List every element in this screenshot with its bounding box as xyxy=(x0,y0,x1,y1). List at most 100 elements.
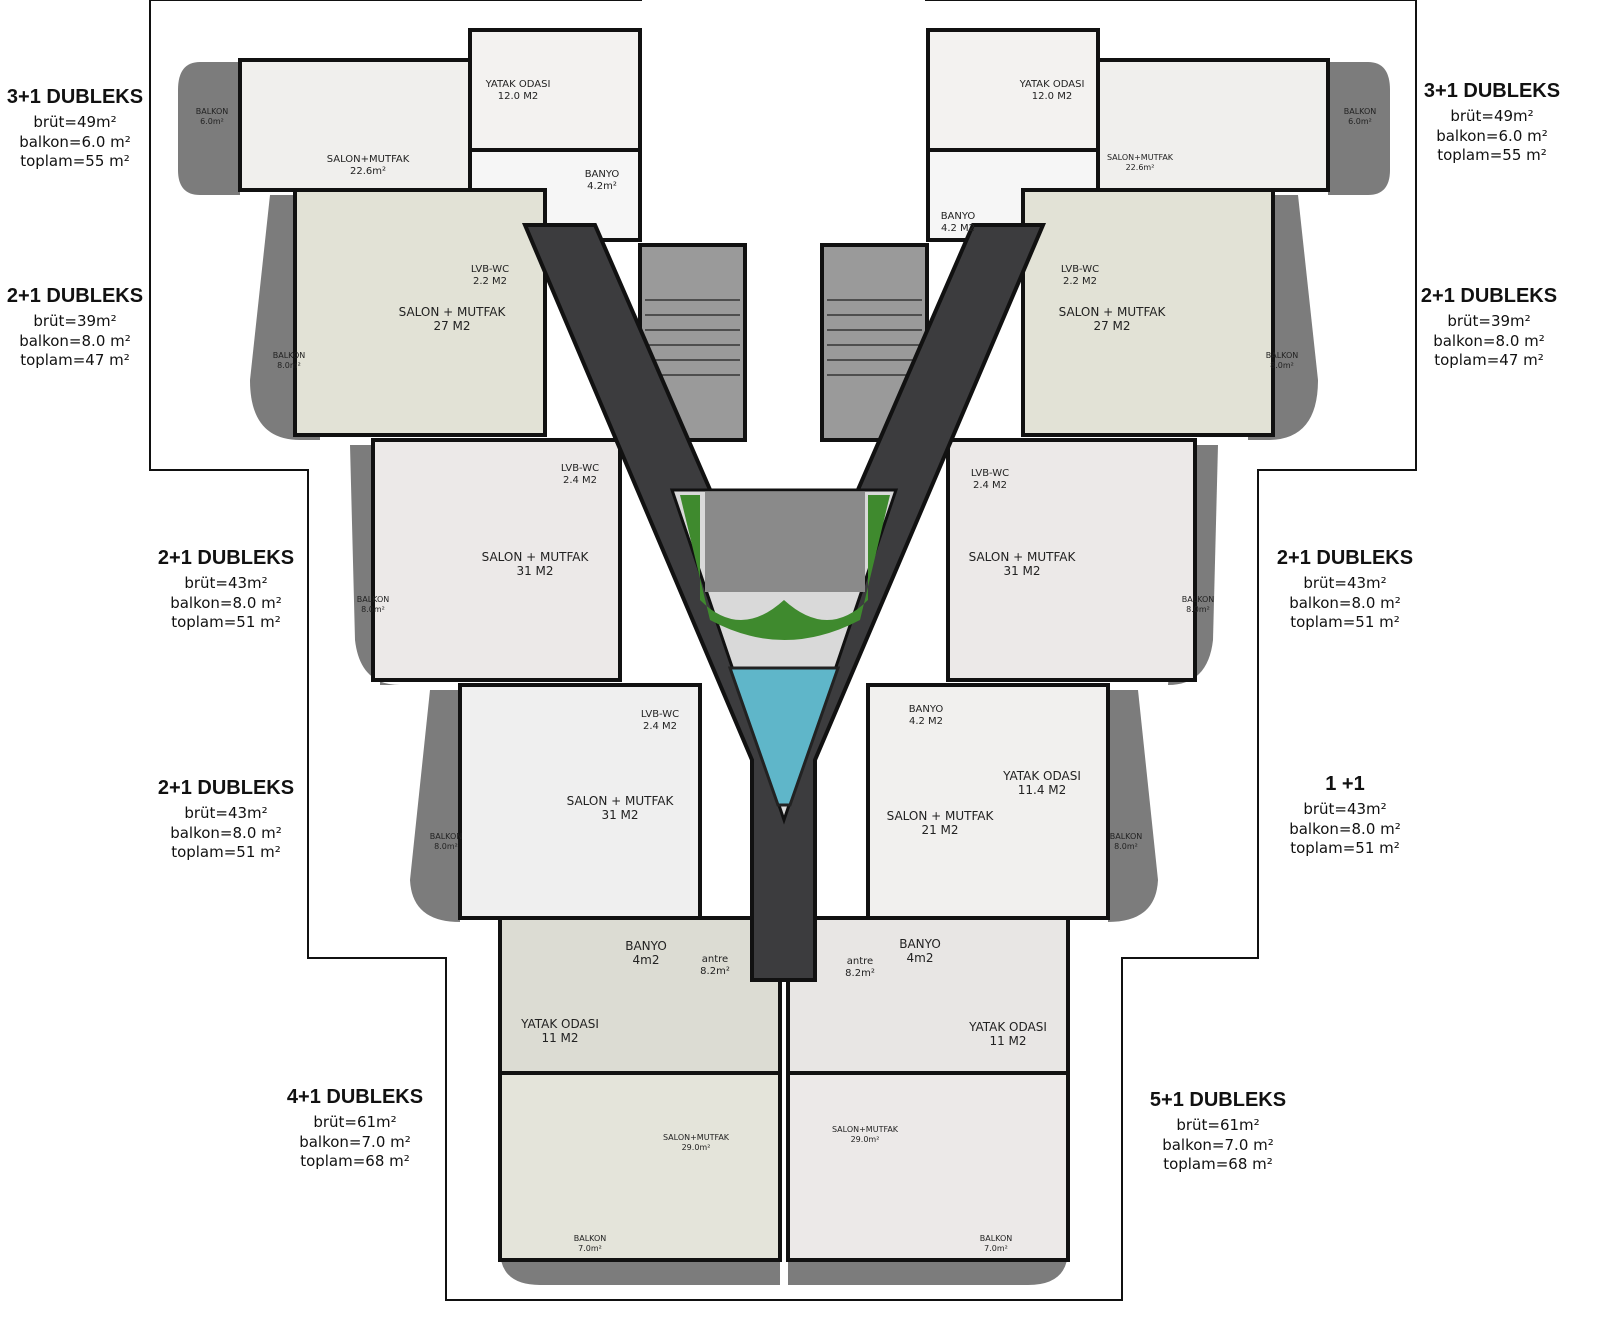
unit-total-area: toplam=55 m² xyxy=(20,152,130,170)
room-area: 21 M2 xyxy=(921,823,959,837)
unit-balcony-area: balkon=6.0 m² xyxy=(19,132,131,151)
room-name: YATAK ODASI xyxy=(521,1017,599,1031)
room-name: BALKON xyxy=(1343,107,1377,116)
unit-summary-2plus1-right-2: 2+1 DUBLEKS brüt=43m² balkon=8.0 m² topl… xyxy=(1225,547,1465,633)
room-area: 2.4 M2 xyxy=(972,480,1008,491)
room-name: SALON+MUTFAK xyxy=(662,1133,730,1142)
unit-gross-area: brüt=43m² xyxy=(184,804,268,822)
room-name: BANYO xyxy=(940,211,976,222)
room-name: SALON + MUTFAK xyxy=(566,794,674,808)
room-name: BALKON xyxy=(1265,351,1299,360)
room-area: 4m2 xyxy=(906,951,934,965)
room-name: LVB-WC xyxy=(640,709,680,720)
unit-balcony-area: balkon=7.0 m² xyxy=(299,1132,411,1151)
room-area: 7.0m² xyxy=(578,1244,602,1253)
room-area: 8.0m² xyxy=(361,605,385,614)
unit-title: 3+1 DUBLEKS xyxy=(6,86,144,108)
room-name: BALKON xyxy=(356,595,390,604)
room-name: LVB-WC xyxy=(970,468,1010,479)
room-area: 4.2m² xyxy=(587,181,617,192)
unit-total-area: toplam=51 m² xyxy=(171,843,281,861)
room-area: 8.2m² xyxy=(845,968,875,979)
unit-gross-area: brüt=61m² xyxy=(1176,1116,1260,1134)
unit-gross-area: brüt=43m² xyxy=(1303,574,1387,592)
unit-summary-3plus1-right: 3+1 DUBLEKS brüt=49m² balkon=6.0 m² topl… xyxy=(1372,80,1600,166)
room-area: 4m2 xyxy=(632,953,660,967)
room-name: YATAK ODASI xyxy=(485,79,551,90)
unit-summary-2plus1-left-1: 2+1 DUBLEKS brüt=39m² balkon=8.0 m² topl… xyxy=(0,285,195,371)
unit-balcony-area: balkon=8.0 m² xyxy=(1433,331,1545,350)
unit-title: 2+1 DUBLEKS xyxy=(157,777,295,799)
unit-title: 2+1 DUBLEKS xyxy=(1420,285,1558,307)
units xyxy=(238,28,1330,1262)
room-area: 11.4 M2 xyxy=(1017,783,1067,797)
room-area: 22.6m² xyxy=(349,166,387,177)
room-name: YATAK ODASI xyxy=(1019,79,1085,90)
room-name: BANYO xyxy=(899,937,941,951)
unit-summary-2plus1-left-2: 2+1 DUBLEKS brüt=43m² balkon=8.0 m² topl… xyxy=(106,547,346,633)
room-area: 11 M2 xyxy=(541,1031,579,1045)
room-name: SALON + MUTFAK xyxy=(398,305,506,319)
room-area: 2.4 M2 xyxy=(642,721,678,732)
unit-summary-2plus1-right-1: 2+1 DUBLEKS brüt=39m² balkon=8.0 m² topl… xyxy=(1369,285,1600,371)
room-name: BALKON xyxy=(1181,595,1215,604)
room-area: 29.0m² xyxy=(850,1135,880,1144)
unit-balcony-area: balkon=8.0 m² xyxy=(1289,593,1401,612)
room-area: 6.0m² xyxy=(1348,117,1372,126)
room-name: BANYO xyxy=(625,939,667,953)
unit-total-area: toplam=55 m² xyxy=(1437,146,1547,164)
room-area: 2.4 M2 xyxy=(562,475,598,486)
room-name: SALON+MUTFAK xyxy=(1106,153,1174,162)
room-name: BALKON xyxy=(1109,832,1143,841)
room-name: BALKON xyxy=(979,1234,1013,1243)
room-area: 8.0m² xyxy=(1114,842,1138,851)
pool xyxy=(727,666,841,807)
unit-balcony-area: balkon=8.0 m² xyxy=(170,823,282,842)
room-area: 12.0 M2 xyxy=(497,91,539,102)
room-area: 31 M2 xyxy=(601,808,639,822)
room-name: SALON + MUTFAK xyxy=(886,809,994,823)
room-area: 31 M2 xyxy=(516,564,554,578)
room-name: BANYO xyxy=(584,169,620,180)
room-name: SALON + MUTFAK xyxy=(968,550,1076,564)
unit-gross-area: brüt=39m² xyxy=(33,312,117,330)
unit-title: 2+1 DUBLEKS xyxy=(157,547,295,569)
unit-balcony-area: balkon=8.0 m² xyxy=(170,593,282,612)
room-area: 12.0 M2 xyxy=(1031,91,1073,102)
unit-summary-5plus1: 5+1 DUBLEKS brüt=61m² balkon=7.0 m² topl… xyxy=(1098,1089,1338,1175)
unit-title: 2+1 DUBLEKS xyxy=(6,285,144,307)
room-area: 2.2 M2 xyxy=(1062,276,1098,287)
room-name: BALKON xyxy=(195,107,229,116)
unit-summary-3plus1-left: 3+1 DUBLEKS brüt=49m² balkon=6.0 m² topl… xyxy=(0,86,195,172)
room-name: antre xyxy=(846,956,874,967)
elevators xyxy=(705,492,865,592)
room-name: antre xyxy=(701,954,729,965)
room-name: SALON+MUTFAK xyxy=(326,154,410,165)
unit-balcony-area: balkon=7.0 m² xyxy=(1162,1135,1274,1154)
room-name: BALKON xyxy=(573,1234,607,1243)
building-outline xyxy=(149,0,1417,1301)
room-area: 8.0m² xyxy=(1270,361,1294,370)
stair-treads xyxy=(645,299,922,376)
room-area: 27 M2 xyxy=(1093,319,1131,333)
room-area: 8.0m² xyxy=(277,361,301,370)
unit-summary-1plus1: 1 +1 brüt=43m² balkon=8.0 m² toplam=51 m… xyxy=(1225,773,1465,859)
room-name: SALON + MUTFAK xyxy=(1058,305,1166,319)
